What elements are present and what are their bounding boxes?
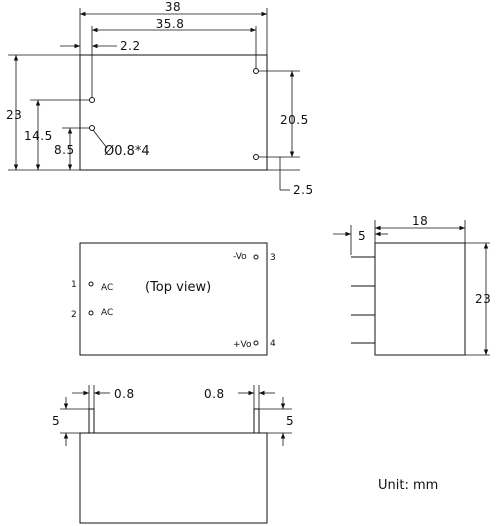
side-view: 5 18 23	[333, 214, 491, 356]
pin-number-1: 1	[71, 280, 77, 290]
pin-number-3: 3	[270, 253, 276, 263]
pin-hole-3	[253, 68, 259, 74]
module-outline-front-view	[79, 432, 268, 524]
dim-right-pin-offset: 2.5	[293, 183, 314, 197]
dim-left-pin-offset: 2.2	[120, 39, 141, 53]
module-outline-pin-view	[79, 54, 268, 171]
dim-overall-height: 23	[6, 108, 22, 122]
front-view: 0.8 0.8 5 5	[52, 385, 294, 524]
dim-side-pin-length: 5	[358, 229, 366, 243]
top-view: (Top view) 1 AC 2 AC 3 -Vo 4 +Vo	[71, 242, 276, 356]
pin-hole-1	[89, 97, 95, 103]
pin-label-3: -Vo	[233, 252, 247, 262]
pin-hole-2	[89, 125, 95, 131]
pin-layout-view: 38 35.8 2.2 23 14.5 8.5 Ø0.8*4 20.5 2.5	[6, 0, 314, 197]
unit-note: Unit: mm	[378, 478, 438, 493]
dim-bottom-right-pin-width: 0.8	[204, 387, 225, 401]
pin-number-4: 4	[270, 339, 276, 349]
dim-right-pin-span: 20.5	[280, 113, 309, 127]
dim-pin-diameter: Ø0.8*4	[104, 144, 150, 159]
pin-hole-4	[253, 154, 259, 160]
dim-bottom-right-pin-length: 5	[286, 414, 294, 428]
dim-side-depth: 18	[412, 214, 428, 228]
dim-bottom-left-pin-length: 5	[52, 414, 60, 428]
pin-label-1: AC	[101, 283, 113, 293]
dim-pin1-height: 14.5	[24, 129, 53, 143]
dim-side-height: 23	[475, 292, 491, 306]
dim-overall-width: 38	[165, 0, 181, 14]
module-outline-top-view	[79, 242, 268, 356]
dim-pin2-height: 8.5	[54, 143, 75, 157]
pin-label-2: AC	[101, 308, 113, 318]
pin-number-2: 2	[71, 310, 77, 320]
dim-pin-span-width: 35.8	[156, 17, 185, 31]
module-outline-side-view	[374, 242, 466, 356]
pin-label-4: +Vo	[233, 340, 252, 350]
dim-bottom-left-pin-width: 0.8	[114, 387, 135, 401]
top-view-title: (Top view)	[145, 280, 211, 295]
